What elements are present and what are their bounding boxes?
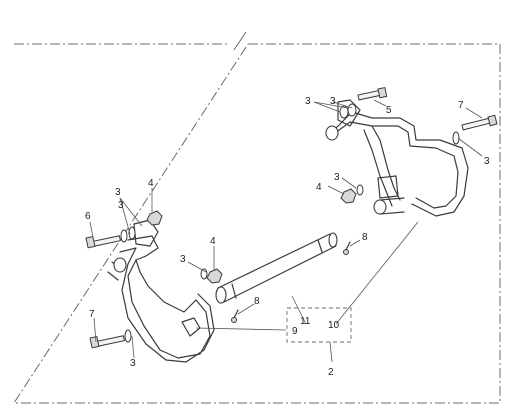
callout-10: 10 [328, 320, 340, 331]
nut-4-left-upper [146, 210, 163, 226]
bolt-7-left [89, 329, 132, 349]
leader-lines [89, 99, 483, 363]
callout-3: 3 [130, 358, 136, 369]
callout-11: 11 [300, 316, 311, 327]
callout-7: 7 [458, 100, 464, 111]
bolt-6 [85, 226, 136, 249]
kit-group-box [286, 307, 352, 343]
bolt-5 [357, 86, 388, 101]
right-crash-bar [325, 99, 469, 217]
callout-3: 3 [330, 96, 336, 107]
callout-8: 8 [362, 232, 368, 243]
callout-8: 8 [254, 296, 260, 307]
callout-3: 3 [484, 156, 490, 167]
nut-4-left-lower [200, 268, 223, 284]
callout-4: 4 [148, 178, 154, 189]
callout-3: 3 [180, 254, 186, 265]
callout-4: 4 [316, 182, 322, 193]
callout-4: 4 [210, 236, 216, 247]
callout-labels: 3 3 5 7 3 4 3 3 4 6 3 4 3 8 8 7 3 11 10 … [85, 96, 490, 378]
frame-slash [233, 31, 247, 51]
screw-8-left [231, 309, 239, 323]
callout-6: 6 [85, 211, 91, 222]
screw-8-right [343, 241, 351, 255]
callout-3: 3 [115, 187, 121, 198]
callout-7: 7 [89, 309, 95, 320]
washers-3-top-right [339, 103, 357, 119]
callout-9: 9 [292, 326, 298, 337]
callout-3: 3 [305, 96, 311, 107]
callout-5: 5 [386, 105, 392, 116]
cross-tube [215, 232, 338, 304]
diagram-frame [13, 43, 501, 404]
callout-3: 3 [334, 172, 340, 183]
nut-4-right [340, 184, 364, 204]
callout-3: 3 [118, 200, 124, 211]
bolt-7-right [452, 114, 498, 145]
callout-2: 2 [328, 367, 334, 378]
